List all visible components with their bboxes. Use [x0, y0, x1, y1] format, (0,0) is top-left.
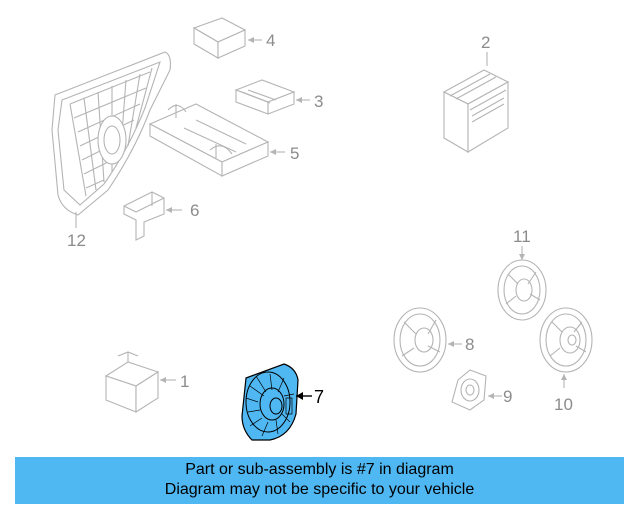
part-9-tweeter[interactable]: [451, 369, 502, 411]
callout-5[interactable]: 5: [290, 144, 299, 163]
callout-9[interactable]: 9: [503, 387, 512, 406]
part-8-speaker[interactable]: [393, 307, 462, 373]
part-7-speaker-highlighted[interactable]: [241, 363, 312, 441]
part-11-speaker[interactable]: [497, 246, 547, 321]
callout-2[interactable]: 2: [481, 33, 490, 52]
part-2-amplifier[interactable]: [442, 52, 510, 153]
callout-7[interactable]: 7: [314, 387, 324, 407]
callout-12[interactable]: 12: [67, 231, 86, 250]
banner-line-1: Part or sub-assembly is #7 in diagram: [185, 461, 454, 478]
part-1-box[interactable]: [104, 351, 176, 414]
part-4-module[interactable]: [192, 17, 262, 59]
callout-11[interactable]: 11: [513, 227, 531, 246]
callout-10[interactable]: 10: [554, 395, 573, 414]
part-10-speaker[interactable]: [539, 307, 593, 388]
info-banner: Part or sub-assembly is #7 in diagram Di…: [15, 457, 624, 504]
callout-4[interactable]: 4: [266, 31, 275, 50]
callout-3[interactable]: 3: [314, 92, 323, 111]
parts-diagram: 12 4 3 5 6: [51, 17, 593, 441]
callout-6[interactable]: 6: [190, 201, 199, 220]
callout-1[interactable]: 1: [180, 372, 189, 391]
part-3-module[interactable]: [234, 79, 310, 115]
callout-8[interactable]: 8: [465, 335, 474, 354]
banner-line-2: Diagram may not be specific to your vehi…: [164, 481, 475, 498]
part-12-grille[interactable]: [51, 51, 171, 228]
part-5-bracket[interactable]: [148, 103, 285, 177]
part-6-bracket[interactable]: [123, 191, 182, 241]
